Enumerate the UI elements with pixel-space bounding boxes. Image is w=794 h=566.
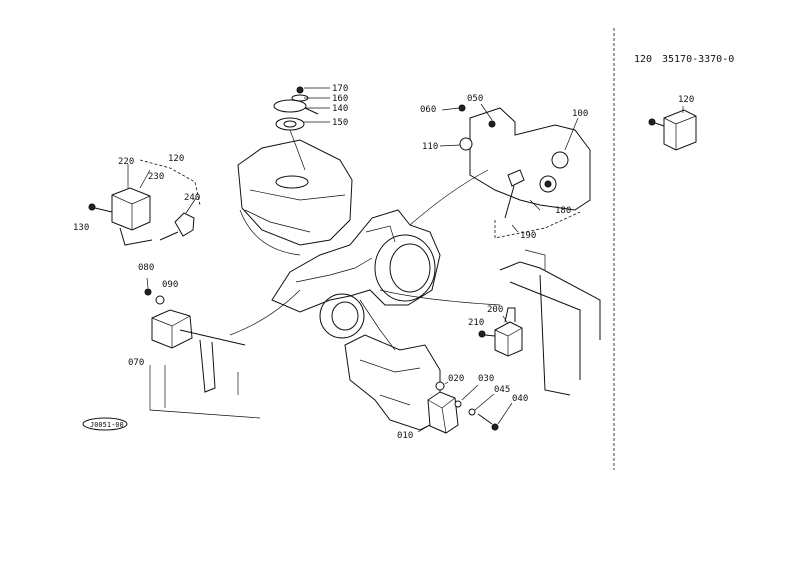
label-080: 080 xyxy=(138,263,154,273)
relay-frame-right xyxy=(478,249,601,396)
leader-relay xyxy=(239,209,301,256)
label-170: 170 xyxy=(332,84,348,94)
label-050: 050 xyxy=(467,94,483,104)
label-190: 190 xyxy=(520,231,536,241)
switch-panel xyxy=(439,103,591,239)
label-110: 110 xyxy=(422,142,438,152)
inset-label-120: 120 xyxy=(678,95,694,105)
fuel-cap-assembly xyxy=(273,86,330,171)
label-220: 220 xyxy=(118,157,134,167)
clamp-assembly xyxy=(417,381,513,434)
label-230: 230 xyxy=(148,172,164,182)
engine-top xyxy=(237,139,353,246)
label-140: 140 xyxy=(332,104,348,114)
leader-panel xyxy=(409,169,489,226)
lower-housing xyxy=(344,299,441,431)
label-160: 160 xyxy=(332,94,348,104)
label-020: 020 xyxy=(448,374,464,384)
leader-horn xyxy=(229,289,301,336)
label-060: 060 xyxy=(420,105,436,115)
label-210: 210 xyxy=(468,318,484,328)
label-100: 100 xyxy=(572,109,588,119)
inset-part-120 xyxy=(648,106,697,151)
label-130: 130 xyxy=(73,223,89,233)
label-120: 120 xyxy=(168,154,184,164)
stamp-text: J0051-00 xyxy=(90,421,124,429)
reference-stamp xyxy=(82,417,128,431)
label-040: 040 xyxy=(512,394,528,404)
label-200: 200 xyxy=(487,305,503,315)
label-090: 090 xyxy=(162,280,178,290)
header-item-number: 120 xyxy=(634,54,652,65)
label-030: 030 xyxy=(478,374,494,384)
label-070: 070 xyxy=(128,358,144,368)
label-180: 180 xyxy=(555,206,571,216)
header-part-number: 35170-3370-0 xyxy=(662,54,734,65)
horn-assembly xyxy=(144,277,261,419)
label-045: 045 xyxy=(494,385,510,395)
label-150: 150 xyxy=(332,118,348,128)
label-240: 240 xyxy=(184,193,200,203)
relay-bracket xyxy=(88,159,201,246)
label-010: 010 xyxy=(397,431,413,441)
tractor-outline xyxy=(271,209,441,339)
leader-relay-right xyxy=(379,289,501,306)
